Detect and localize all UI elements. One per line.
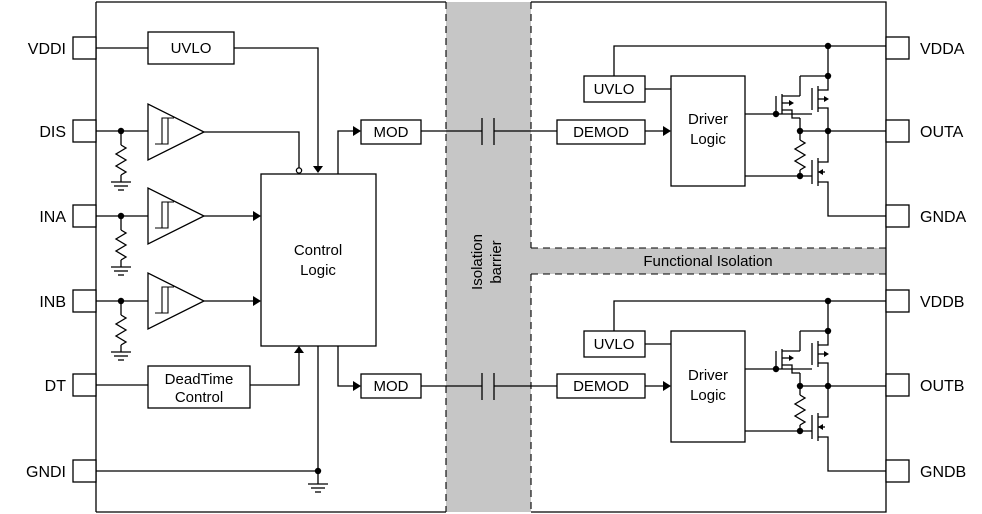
pin-label-dt: DT xyxy=(45,378,67,395)
pin-label-ina: INA xyxy=(39,209,66,226)
driver-label-b-1: Driver xyxy=(688,367,728,384)
uvlo-block-a xyxy=(583,75,646,103)
pin-gnda xyxy=(885,204,910,228)
output-stage-a xyxy=(745,46,886,217)
pin-label-dis: DIS xyxy=(39,124,66,141)
pin-label-gnda: GNDA xyxy=(920,209,967,226)
driver-logic-block-b xyxy=(670,330,746,443)
pin-vddi xyxy=(72,36,97,60)
functional-isolation-label: Functional Isolation xyxy=(643,253,772,270)
schmitt-buffer-dis xyxy=(147,102,206,162)
output-stage-b xyxy=(745,301,886,472)
pin-gndi xyxy=(72,459,97,483)
driver-logic-block-a xyxy=(670,75,746,187)
mod-block-a xyxy=(360,119,422,145)
isolation-barrier-label-1: Isolation xyxy=(469,234,486,290)
mod-label-b: MOD xyxy=(374,378,409,395)
schmitt-buffer-ina xyxy=(147,186,206,246)
demod-block-b xyxy=(556,373,646,399)
driver-label-b-2: Logic xyxy=(690,387,726,404)
pin-outb xyxy=(885,373,910,397)
right-pins: VDDA OUTA GNDA VDDB OUTB GNDB xyxy=(885,36,967,483)
demod-label-a: DEMOD xyxy=(573,124,629,141)
driver-label-a-1: Driver xyxy=(688,111,728,128)
pin-label-inb: INB xyxy=(39,294,66,311)
pin-label-vddb: VDDB xyxy=(920,294,964,311)
control-logic-label-1: Control xyxy=(294,242,342,259)
mod-label-a: MOD xyxy=(374,124,409,141)
pin-ina xyxy=(72,204,97,228)
pin-dt xyxy=(72,373,97,397)
control-logic-block xyxy=(260,173,377,347)
deadtime-control-block xyxy=(147,365,251,409)
isolation-barrier-label-2: barrier xyxy=(488,240,505,283)
pin-label-gndb: GNDB xyxy=(920,464,966,481)
functional-isolation-band xyxy=(531,248,886,274)
deadtime-label-1: DeadTime xyxy=(165,371,234,388)
pin-vdda xyxy=(885,36,910,60)
driver-label-a-2: Logic xyxy=(690,131,726,148)
inverting-bubble-dis xyxy=(295,167,303,174)
uvlo-label-b: UVLO xyxy=(594,336,635,353)
pin-label-outb: OUTB xyxy=(920,378,964,395)
pin-label-outa: OUTA xyxy=(920,124,964,141)
pin-gndb xyxy=(885,459,910,483)
deadtime-label-2: Control xyxy=(175,389,223,406)
uvlo-label-a: UVLO xyxy=(594,81,635,98)
pin-outa xyxy=(885,119,910,143)
demod-label-b: DEMOD xyxy=(573,378,629,395)
input-uvlo-block xyxy=(147,31,235,65)
left-pins: VDDI DIS INA INB DT GNDI xyxy=(26,36,97,483)
pin-inb xyxy=(72,289,97,313)
schmitt-buffer-inb xyxy=(147,271,206,331)
demod-block-a xyxy=(556,119,646,145)
pin-label-vdda: VDDA xyxy=(920,41,965,58)
pin-label-gndi: GNDI xyxy=(26,464,66,481)
isolation-barrier xyxy=(446,2,531,512)
control-logic-label-2: Logic xyxy=(300,262,336,279)
pin-dis xyxy=(72,119,97,143)
pin-label-vddi: VDDI xyxy=(28,41,66,58)
input-uvlo-label: UVLO xyxy=(171,40,212,57)
pin-vddb xyxy=(885,289,910,313)
